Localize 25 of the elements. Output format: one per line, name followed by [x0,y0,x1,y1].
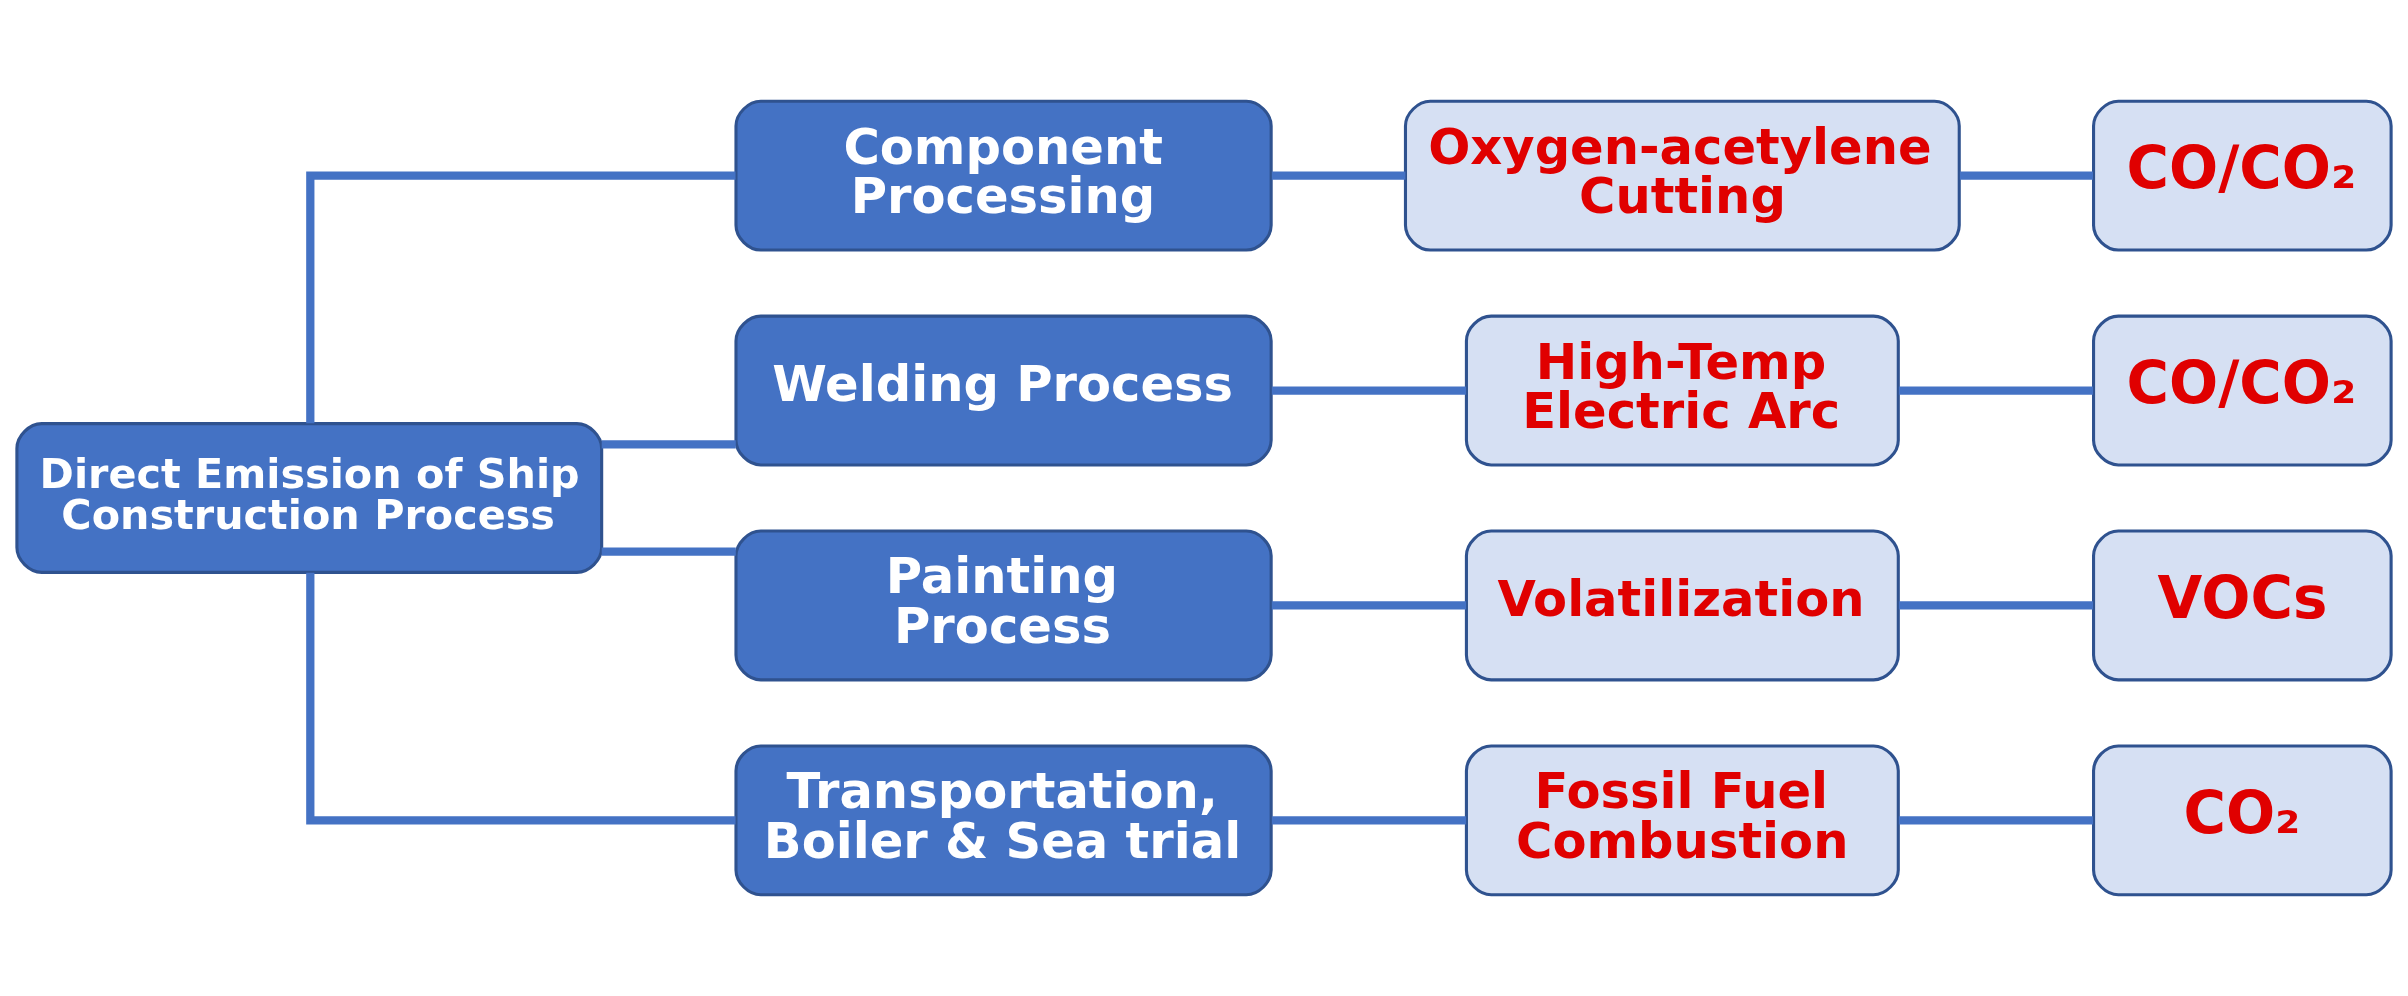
connector [1271,386,1467,395]
connector [1271,816,1467,825]
connector [1959,171,2093,180]
node-box: Component Processing [734,99,1273,252]
node-box: Welding Process [734,314,1273,467]
node-box: Transportation, Boiler & Sea trial [734,744,1273,897]
node-box: Direct Emission of Ship Construction Process [15,422,604,574]
node-box: Volatilization [1464,529,1900,682]
connector [1898,816,2094,825]
connector [306,572,736,825]
node-box: High-Temp Electric Arc [1464,314,1900,467]
node-box: CO₂ [2092,744,2393,897]
node-box: Oxygen-acetylene Cutting [1403,99,1961,252]
connector [1271,171,1406,180]
connector [1271,601,1467,610]
connector [1898,601,2094,610]
connector [306,171,736,424]
node-box: VOCs [2092,529,2393,682]
node-box: CO/CO₂ [2092,99,2393,252]
connector [601,440,736,449]
node-box: Fossil Fuel Combustion [1464,744,1900,897]
node-box: Painting Process [734,529,1273,682]
node-box: CO/CO₂ [2092,314,2393,467]
connector [1898,386,2094,395]
connector [601,547,736,556]
